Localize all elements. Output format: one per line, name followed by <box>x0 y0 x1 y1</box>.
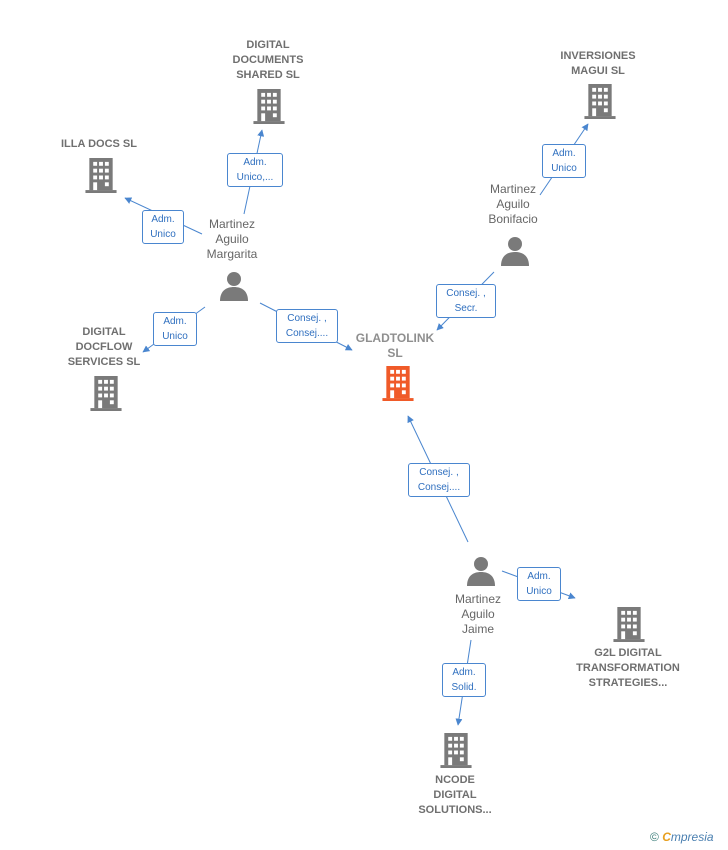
company-label-digital-documents[interactable]: DIGITAL DOCUMENTS SHARED SL <box>218 38 318 83</box>
label-line: ILLA DOCS SL <box>61 138 137 150</box>
person-icon[interactable] <box>467 557 495 586</box>
company-label-g2l[interactable]: G2L DIGITAL TRANSFORMATION STRATEGIES... <box>568 646 688 691</box>
building-icon[interactable] <box>613 607 645 642</box>
building-icon[interactable] <box>90 376 122 411</box>
edge-label-margarita-docflow[interactable]: Adm. Unico <box>153 312 197 346</box>
brand-name: mpresia <box>670 830 714 844</box>
edge-label-jaime-gladtolink[interactable]: Consej. , Consej.... <box>408 463 470 497</box>
edge-label-jaime-g2l[interactable]: Adm. Unico <box>517 567 561 601</box>
edge-label-line: Adm. <box>552 148 576 159</box>
person-label-margarita[interactable]: Martinez Aguilo Margarita <box>182 217 282 262</box>
label-line: GLADTOLINK <box>355 331 435 345</box>
edge-label-bonifacio-inversiones[interactable]: Adm. Unico <box>542 144 586 178</box>
label-line: Martinez <box>489 182 536 196</box>
building-icon-focus[interactable] <box>382 366 414 401</box>
label-line: STRATEGIES... <box>588 677 668 689</box>
edge-label-line: Consej. , <box>446 288 486 299</box>
edge-label-line: Unico <box>526 586 552 597</box>
edge-label-line: Unico <box>551 163 577 174</box>
label-line: NCODE <box>435 774 475 786</box>
edge-label-line: Unico <box>162 331 188 342</box>
company-label-digital-docflow[interactable]: DIGITAL DOCFLOW SERVICES SL <box>54 325 154 370</box>
edge-label-line: Consej.... <box>417 482 461 493</box>
label-line: Aguilo <box>215 232 249 246</box>
edge-label-line: Unico <box>150 229 176 240</box>
label-line: DOCFLOW <box>75 341 133 353</box>
label-line: SOLUTIONS... <box>418 804 492 816</box>
edge-label-margarita-digital-documents[interactable]: Adm. Unico,... <box>227 153 283 187</box>
building-icon[interactable] <box>584 84 616 119</box>
edge-label-line: Solid. <box>451 682 477 693</box>
label-line: Margarita <box>206 247 258 261</box>
building-icon[interactable] <box>85 158 117 193</box>
label-line: INVERSIONES <box>560 50 636 62</box>
label-line: TRANSFORMATION <box>576 662 680 674</box>
person-icon[interactable] <box>220 272 248 301</box>
edge-label-jaime-ncode[interactable]: Adm. Solid. <box>442 663 486 697</box>
label-line: Aguilo <box>461 607 495 621</box>
label-line: G2L DIGITAL <box>594 647 662 659</box>
company-label-inversiones[interactable]: INVERSIONES MAGUI SL <box>548 49 648 79</box>
label-line: DIGITAL <box>82 326 126 338</box>
label-line: SL <box>387 346 403 360</box>
edge-label-line: Adm. <box>243 157 267 168</box>
building-icon[interactable] <box>253 89 285 124</box>
label-line: Martinez <box>208 217 255 231</box>
edge-label-line: Consej.... <box>285 328 329 339</box>
company-label-illa-docs[interactable]: ILLA DOCS SL <box>49 137 149 152</box>
label-line: Bonifacio <box>488 212 538 226</box>
label-line: Jaime <box>461 622 494 636</box>
person-icon[interactable] <box>501 237 529 266</box>
edge-label-line: Consej. , <box>419 467 459 478</box>
edge-label-bonifacio-gladtolink[interactable]: Consej. , Secr. <box>436 284 496 318</box>
edge-label-line: Adm. <box>151 214 175 225</box>
label-line: Martinez <box>454 592 501 606</box>
edge-label-line: Unico,... <box>236 172 274 183</box>
building-icon[interactable] <box>440 733 472 768</box>
company-label-ncode[interactable]: NCODE DIGITAL SOLUTIONS... <box>405 773 505 818</box>
person-label-jaime[interactable]: Martinez Aguilo Jaime <box>428 592 528 637</box>
label-line: Aguilo <box>496 197 530 211</box>
label-line: DOCUMENTS <box>232 54 304 66</box>
empresia-watermark: © Cmpresia <box>650 830 714 844</box>
label-line: DIGITAL <box>433 789 477 801</box>
company-label-gladtolink[interactable]: GLADTOLINK SL <box>345 331 445 361</box>
brand-initial: C <box>662 830 671 844</box>
edge-label-line: Adm. <box>452 667 476 678</box>
edge-label-margarita-gladtolink[interactable]: Consej. , Consej.... <box>276 309 338 343</box>
label-line: DIGITAL <box>246 39 290 51</box>
edge-label-line: Secr. <box>454 303 478 314</box>
label-line: SHARED SL <box>236 69 300 81</box>
person-label-bonifacio[interactable]: Martinez Aguilo Bonifacio <box>463 182 563 227</box>
edge-label-line: Adm. <box>163 316 187 327</box>
label-line: MAGUI SL <box>571 65 625 77</box>
copyright-icon: © <box>650 830 659 844</box>
label-line: SERVICES SL <box>67 356 141 368</box>
edge-label-margarita-illa[interactable]: Adm. Unico <box>142 210 184 244</box>
edge-label-line: Consej. , <box>287 313 327 324</box>
edge-label-line: Adm. <box>527 571 551 582</box>
